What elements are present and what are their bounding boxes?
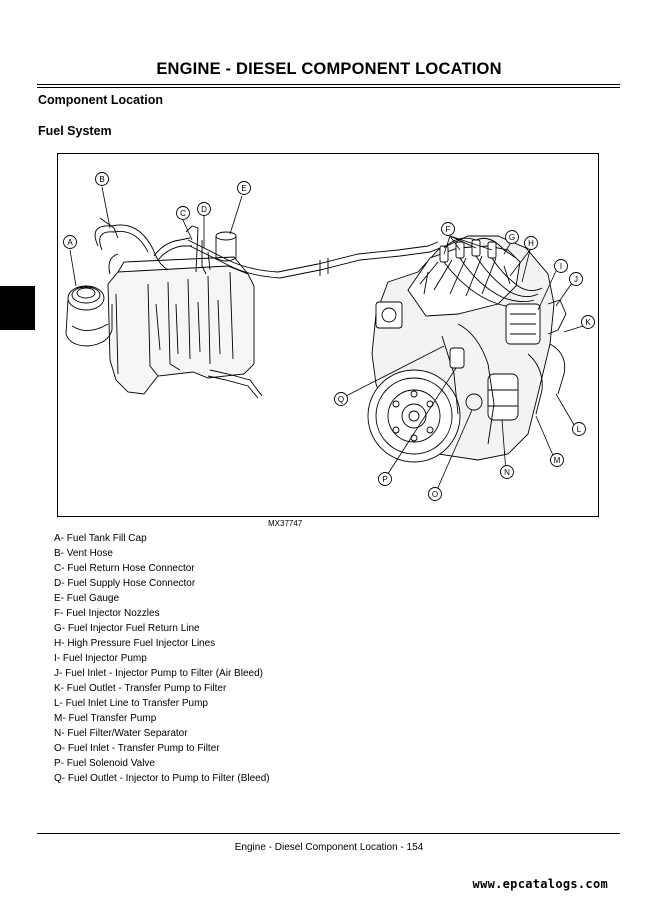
callout-m: M [550, 453, 564, 467]
legend-item: H- High Pressure Fuel Injector Lines [54, 638, 216, 649]
callout-i: I [554, 259, 568, 273]
svg-text:J: J [574, 275, 578, 284]
svg-text:N: N [504, 468, 510, 477]
callout-leaders [69, 186, 587, 493]
svg-text:C: C [180, 209, 186, 218]
svg-text:A: A [67, 238, 73, 247]
component-legend: A- Fuel Tank Fill Cap B- Vent Hose C- Fu… [54, 531, 270, 786]
section-tab-marker [0, 286, 35, 330]
callout-e: E [237, 181, 251, 195]
fuel-tank-drawing [65, 217, 441, 399]
legend-item: F- Fuel Injector Nozzles [54, 608, 160, 619]
svg-text:K: K [585, 318, 591, 327]
svg-text:D: D [201, 205, 207, 214]
legend-item: G- Fuel Injector Fuel Return Line [54, 623, 200, 634]
svg-text:O: O [432, 490, 438, 499]
legend-item: N- Fuel Filter/Water Separator [54, 728, 188, 739]
svg-text:E: E [241, 184, 246, 193]
legend-item: I- Fuel Injector Pump [54, 653, 147, 664]
legend-item: J- Fuel Inlet - Injector Pump to Filter … [54, 668, 263, 679]
svg-text:G: G [509, 233, 515, 242]
fuel-system-figure: A B C D E F G H I J K L M N O P Q [57, 153, 599, 517]
callout-l: L [572, 422, 586, 436]
svg-text:B: B [99, 175, 104, 184]
svg-text:Q: Q [338, 395, 344, 404]
callout-o: O [428, 487, 442, 501]
header-rule [37, 84, 620, 85]
callout-bubbles: A B C D E F G H I J K L M N O P Q [63, 172, 595, 501]
figure-id: MX37747 [268, 519, 303, 528]
callout-d: D [197, 202, 211, 216]
svg-text:F: F [446, 225, 451, 234]
header-rule-thin [37, 87, 620, 88]
legend-item: D- Fuel Supply Hose Connector [54, 578, 196, 589]
svg-text:M: M [554, 456, 561, 465]
section-title: Component Location [38, 93, 163, 107]
callout-a: A [63, 235, 77, 249]
callout-k: K [581, 315, 595, 329]
callout-g: G [505, 230, 519, 244]
legend-item: C- Fuel Return Hose Connector [54, 563, 195, 574]
legend-item: K- Fuel Outlet - Transfer Pump to Filter [54, 683, 227, 694]
svg-text:H: H [528, 239, 534, 248]
legend-item: E- Fuel Gauge [54, 593, 120, 604]
legend-item: M- Fuel Transfer Pump [54, 713, 157, 724]
callout-h: H [524, 236, 538, 250]
callout-j: J [569, 272, 583, 286]
page-title: ENGINE - DIESEL COMPONENT LOCATION [156, 60, 502, 78]
callout-f: F [441, 222, 455, 236]
callout-n: N [500, 465, 514, 479]
legend-item: L- Fuel Inlet Line to Transfer Pump [54, 698, 208, 709]
legend-item: O- Fuel Inlet - Transfer Pump to Filter [54, 743, 220, 754]
callout-q: Q [334, 392, 348, 406]
engine-drawing [367, 235, 567, 463]
legend-item: P- Fuel Solenoid Valve [54, 758, 155, 769]
subsection-title: Fuel System [38, 124, 112, 138]
callout-b: B [95, 172, 109, 186]
callout-c: C [176, 206, 190, 220]
watermark-link[interactable]: www.epcatalogs.com [472, 877, 608, 891]
legend-item: B- Vent Hose [54, 548, 113, 559]
fuel-system-illustration: A B C D E F G H I J K L M N O P Q [63, 172, 595, 501]
footer-rule [37, 833, 620, 834]
callout-p: P [378, 472, 392, 486]
svg-text:P: P [382, 475, 387, 484]
svg-text:I: I [560, 262, 562, 271]
legend-item: A- Fuel Tank Fill Cap [54, 533, 147, 544]
svg-text:L: L [577, 425, 582, 434]
legend-item: Q- Fuel Outlet - Injector to Pump to Fil… [54, 773, 270, 784]
page-footer: Engine - Diesel Component Location - 154 [234, 842, 424, 853]
